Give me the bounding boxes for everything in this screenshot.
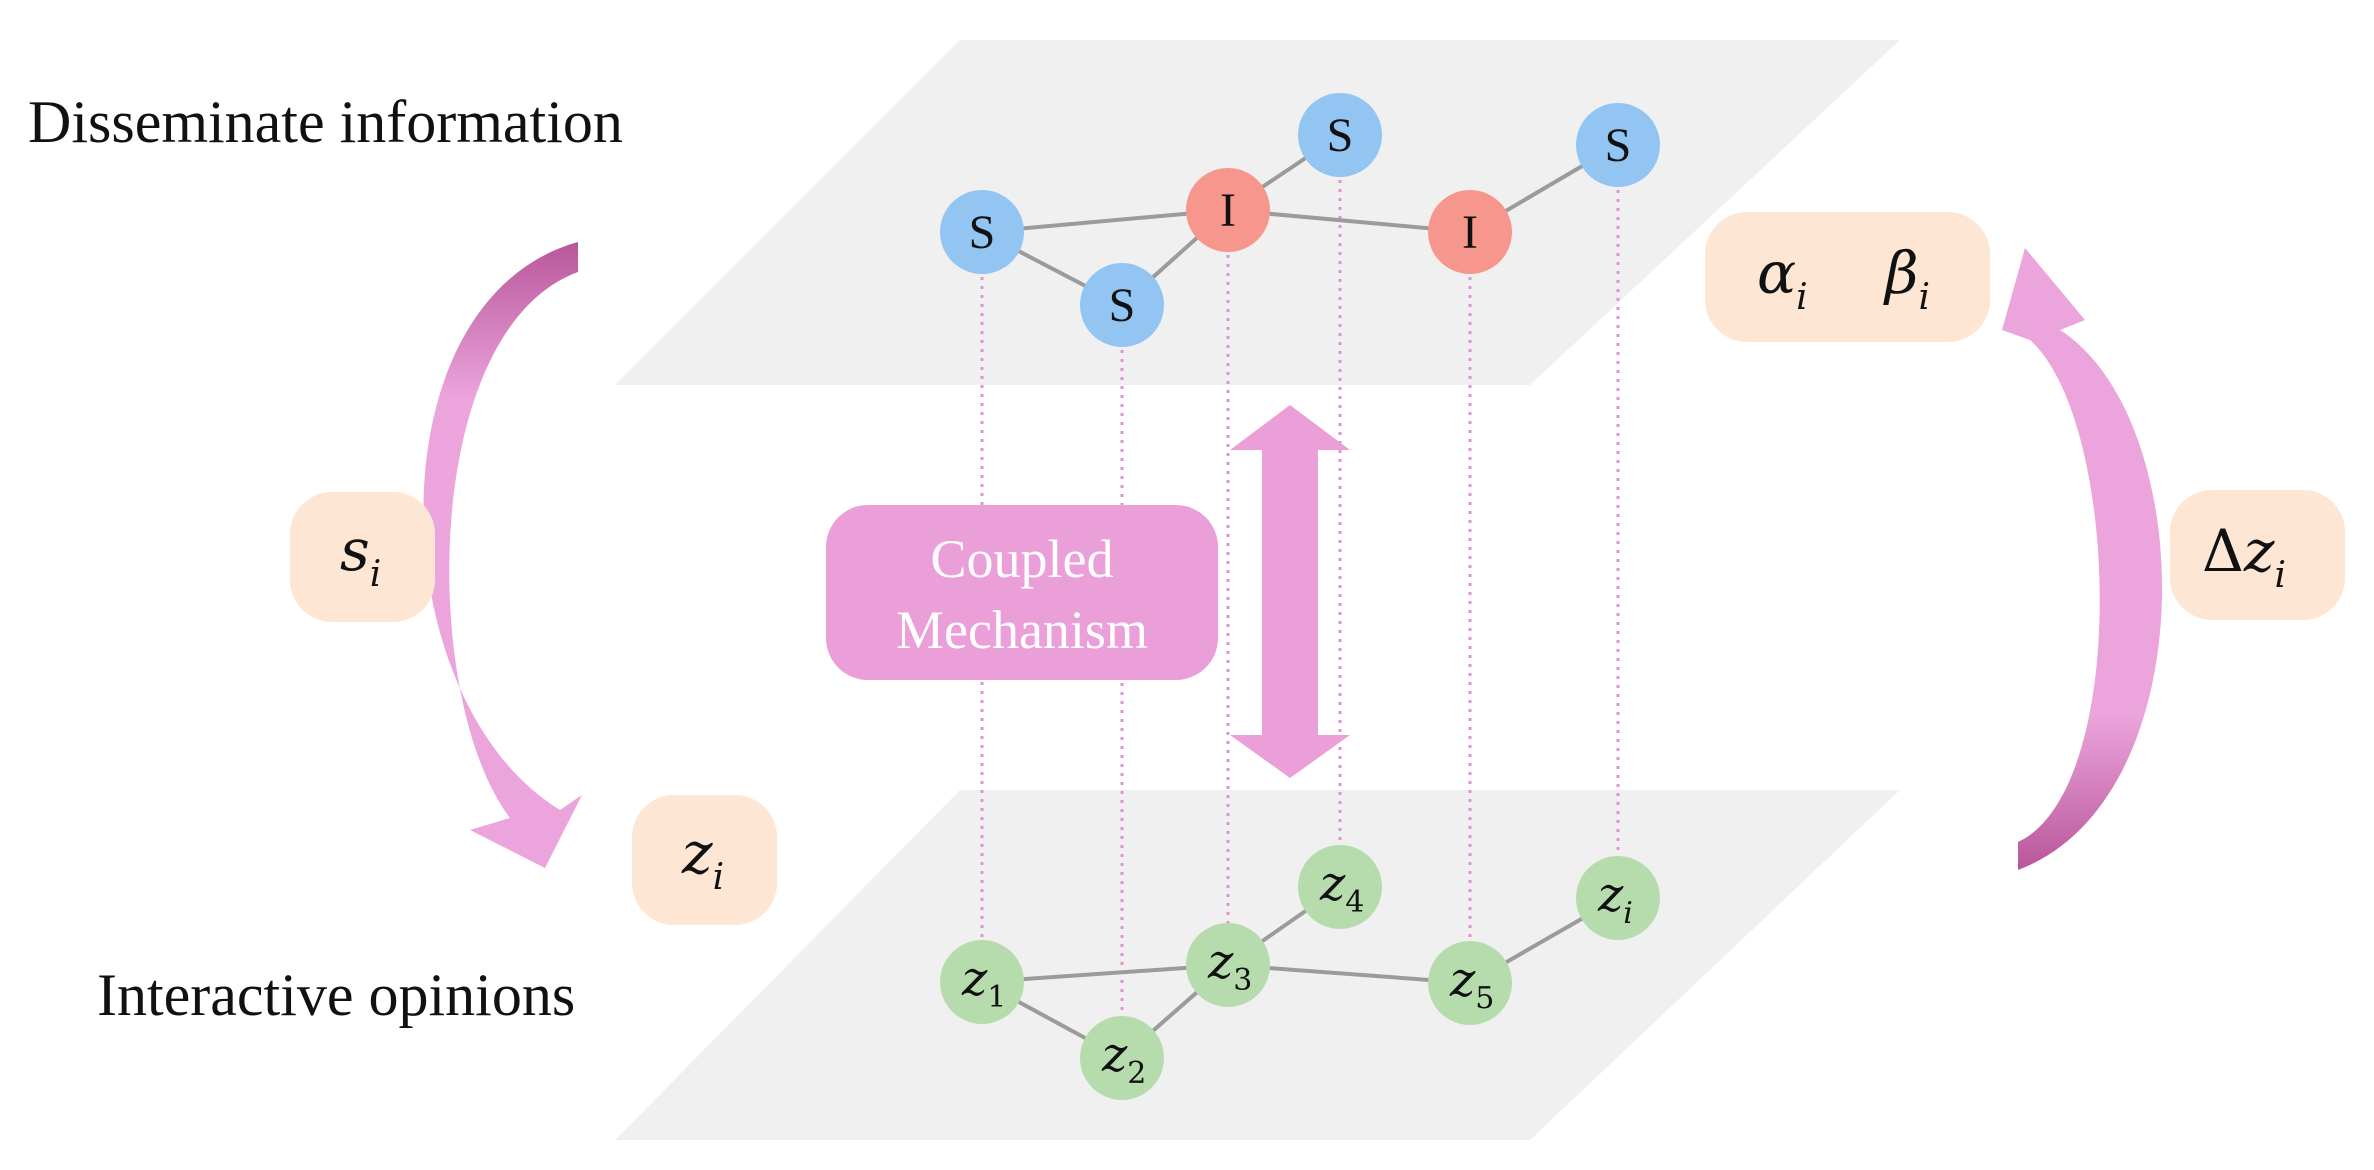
svg-text:z2: z2 bbox=[1101, 1027, 1146, 1091]
bottom-layer-title: Interactive opinions bbox=[97, 962, 575, 1028]
svg-text:zi: zi bbox=[681, 819, 724, 898]
coupled-mechanism-box: Coupled Mechanism bbox=[826, 505, 1218, 680]
svg-text:si: si bbox=[340, 516, 381, 595]
svg-text:z4: z4 bbox=[1319, 856, 1364, 920]
coupling-double-arrow bbox=[1230, 405, 1350, 778]
svg-text:S: S bbox=[1327, 109, 1354, 162]
bottom-node-6: zi bbox=[1576, 856, 1660, 940]
top-node-6: S bbox=[1576, 103, 1660, 187]
svg-text:I: I bbox=[1462, 206, 1478, 259]
svg-text:Δzi: Δzi bbox=[2202, 517, 2286, 596]
svg-text:S: S bbox=[1109, 279, 1136, 332]
svg-text:S: S bbox=[969, 206, 996, 259]
bottom-node-4: z4 bbox=[1298, 845, 1382, 929]
bottom-node-5: z5 bbox=[1428, 941, 1512, 1025]
bottom-node-3: z3 bbox=[1186, 923, 1270, 1007]
top-layer-title: Disseminate information bbox=[28, 89, 623, 155]
svg-text:z3: z3 bbox=[1207, 934, 1252, 998]
svg-text:z5: z5 bbox=[1449, 952, 1494, 1016]
top-node-5: I bbox=[1428, 190, 1512, 274]
top-node-4: S bbox=[1298, 93, 1382, 177]
label-alpha-beta: αi βi bbox=[1705, 212, 1990, 342]
label-z-i: zi bbox=[632, 795, 777, 925]
right-curved-arrow bbox=[2002, 248, 2163, 870]
svg-text:Mechanism: Mechanism bbox=[896, 600, 1148, 660]
svg-text:S: S bbox=[1605, 119, 1632, 172]
svg-text:zi: zi bbox=[1597, 867, 1633, 931]
bottom-node-1: z1 bbox=[940, 940, 1024, 1024]
svg-text:αi: αi bbox=[1757, 239, 1808, 318]
bottom-node-2: z2 bbox=[1080, 1016, 1164, 1100]
top-node-3: I bbox=[1186, 168, 1270, 252]
svg-text:Coupled: Coupled bbox=[931, 529, 1114, 589]
svg-text:z1: z1 bbox=[961, 951, 1006, 1015]
svg-text:I: I bbox=[1220, 184, 1236, 237]
label-delta-z-i: Δzi bbox=[2170, 490, 2345, 620]
label-s-i: si bbox=[290, 492, 435, 622]
svg-text:βi: βi bbox=[1883, 239, 1930, 318]
left-curved-arrow bbox=[423, 242, 582, 868]
top-node-2: S bbox=[1080, 263, 1164, 347]
top-node-1: S bbox=[940, 190, 1024, 274]
